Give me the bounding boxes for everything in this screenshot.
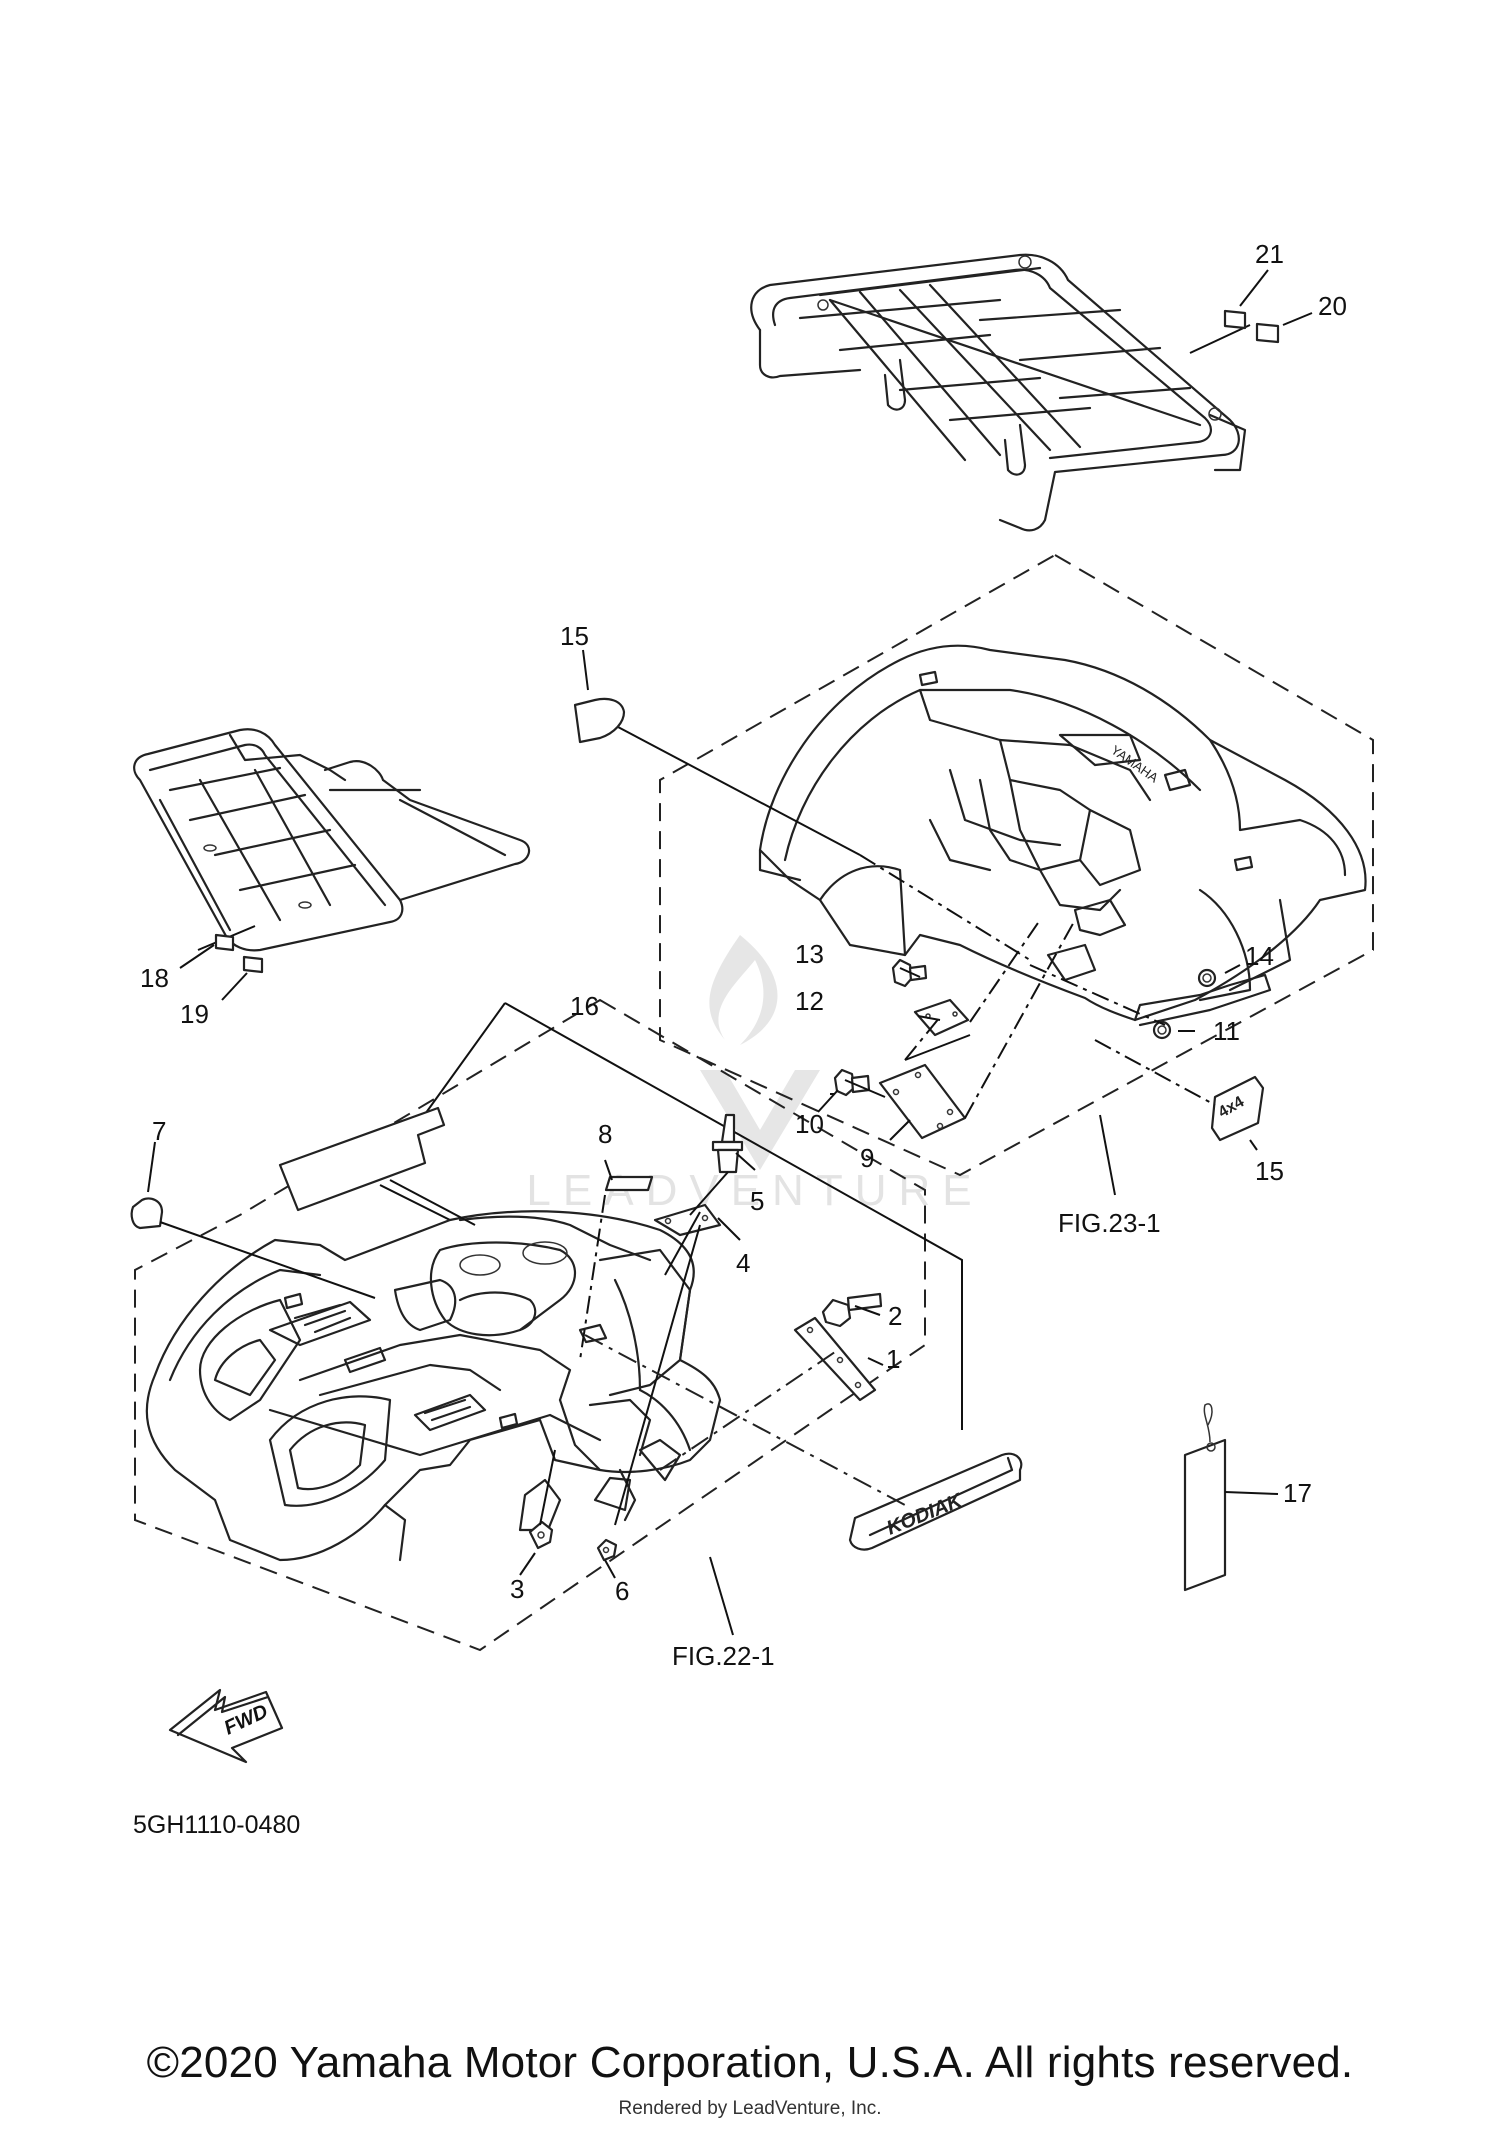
decal-21 [1223,309,1247,330]
rear-fasteners [833,958,1217,1140]
callout-6[interactable]: 6 [615,1576,629,1606]
rear-carrier-rack [750,253,1247,532]
decal-15-upper [573,697,626,744]
callout-11[interactable]: 11 [1213,1016,1240,1046]
callout-14[interactable]: 14 [1245,941,1274,971]
callout-3[interactable]: 3 [510,1574,524,1604]
callout-1[interactable]: 1 [886,1344,900,1374]
callout-4[interactable]: 4 [736,1248,750,1278]
front-fasteners [528,1113,883,1562]
callout-16[interactable]: 16 [570,991,599,1021]
callout-13[interactable]: 13 [795,939,824,969]
decal-7 [130,1197,164,1230]
callout-9[interactable]: 9 [860,1143,874,1173]
callout-2[interactable]: 2 [888,1301,902,1331]
decal-19 [242,955,264,974]
decal-20 [1255,322,1280,344]
callout-5[interactable]: 5 [750,1186,764,1216]
callout-20[interactable]: 20 [1318,291,1347,321]
callout-7[interactable]: 7 [152,1116,166,1146]
rear-fender-boundary [659,553,1374,1177]
decal-16-strip [278,1106,446,1212]
fig-ref-front[interactable]: FIG.22-1 [672,1641,775,1671]
fig-ref-rear[interactable]: FIG.23-1 [1058,1208,1161,1238]
rendered-by-credit: Rendered by LeadVenture, Inc. [618,2098,882,2119]
callout-15-lower[interactable]: 15 [1255,1156,1284,1186]
fwd-arrow: FWD [168,1688,284,1764]
copyright-notice: ©2020 Yamaha Motor Corporation, U.S.A. A… [146,2038,1354,2087]
diagram-code: 5GH1110-0480 [133,1811,300,1839]
callout-12[interactable]: 12 [795,986,824,1016]
callout-8[interactable]: 8 [598,1119,612,1149]
front-carrier-rack [133,728,531,952]
front-fender [145,1210,722,1562]
callout-19[interactable]: 19 [180,999,209,1029]
decal-4x4: 4x4 [1210,1075,1265,1142]
callout-15-upper[interactable]: 15 [560,621,589,651]
decal-18 [214,933,235,952]
callout-21[interactable]: 21 [1255,239,1284,269]
front-fender-boundary [134,998,926,1652]
callout-10[interactable]: 10 [795,1109,824,1139]
rear-fender: YAMAHA [758,644,1367,1027]
hang-tag-17 [1183,1403,1227,1592]
decal-kodiak: KODIAK [848,1452,1023,1551]
callout-17[interactable]: 17 [1283,1478,1312,1508]
callout-18[interactable]: 18 [140,963,169,993]
